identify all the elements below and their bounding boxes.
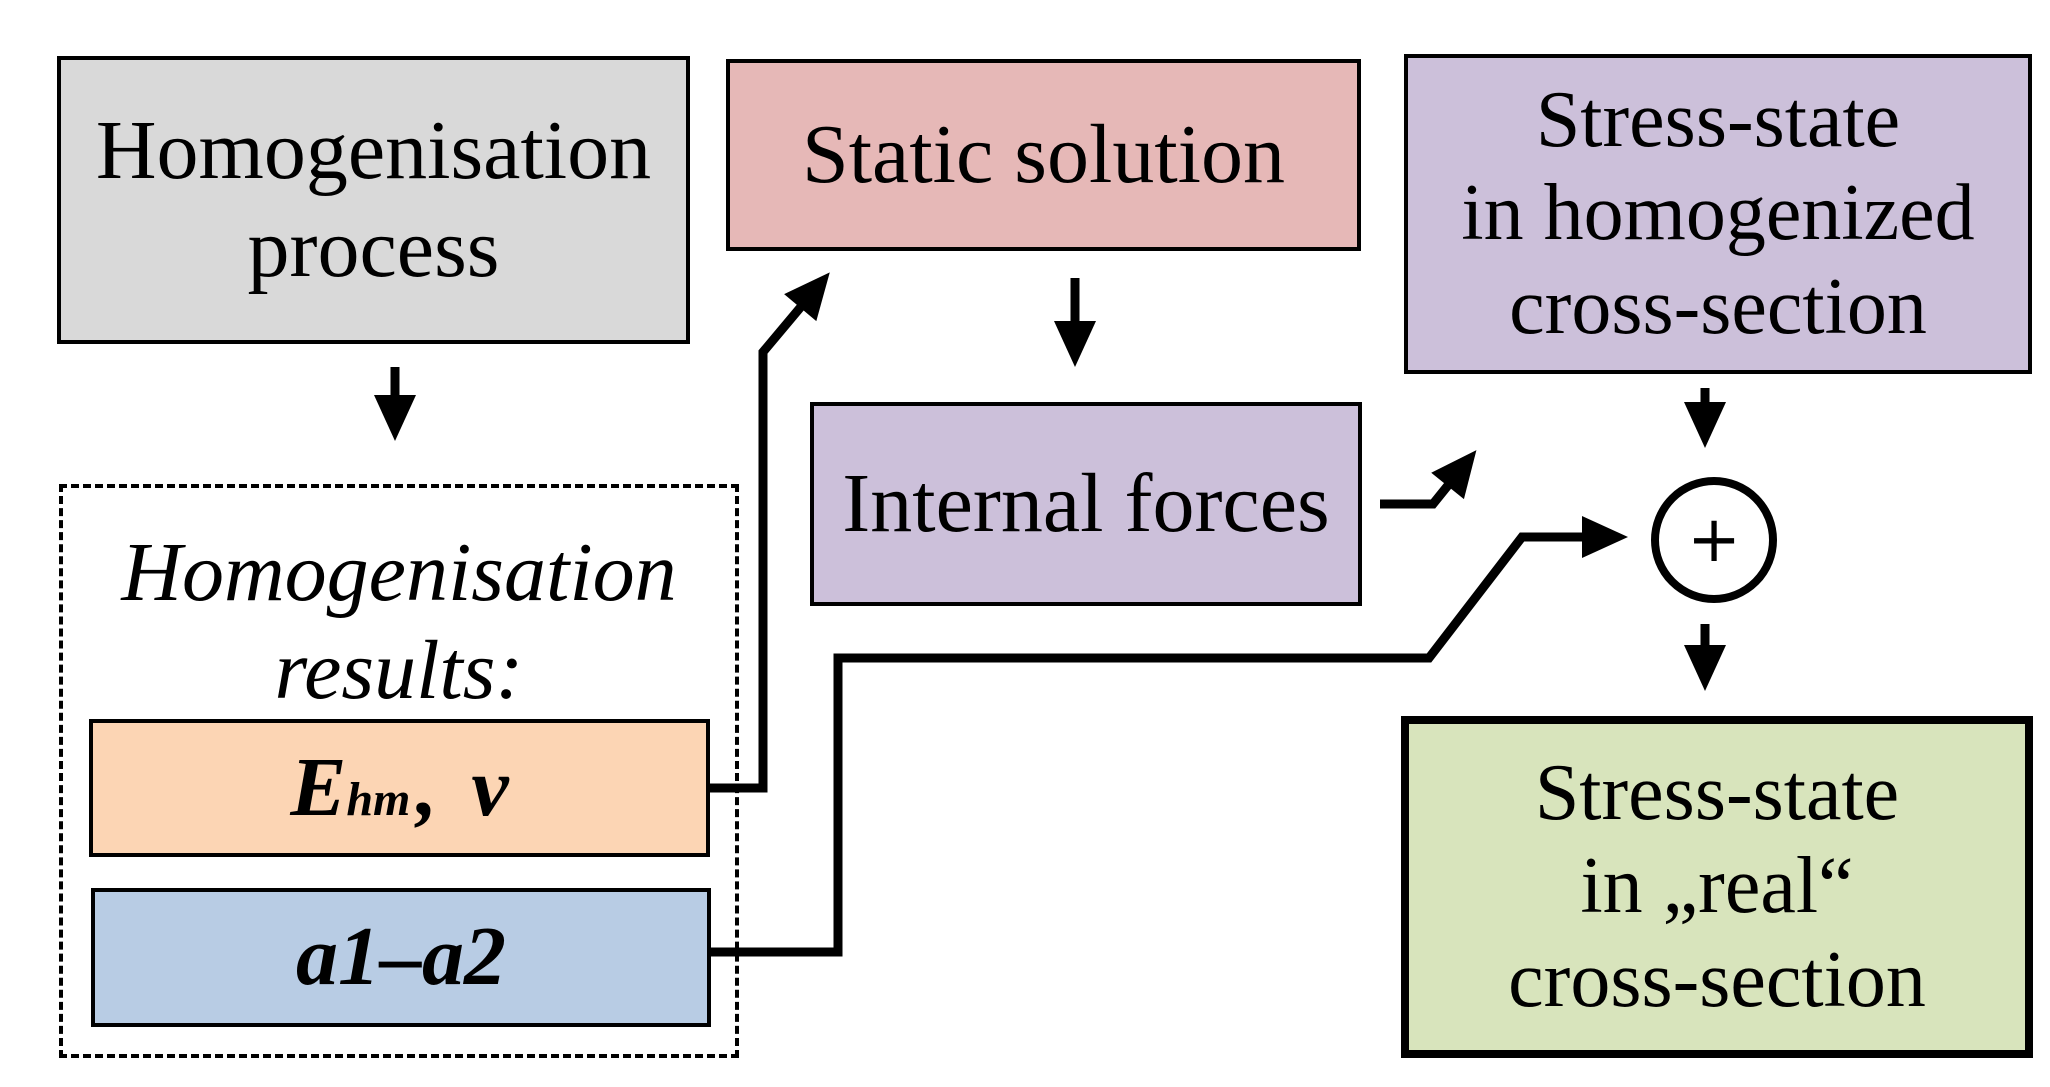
homogenisation-process-line2: process <box>247 202 500 295</box>
homogenisation-process-box: Homogenisation process <box>57 56 690 344</box>
stress-state-real-box: Stress-state in „real“ cross-section <box>1401 716 2033 1058</box>
plus-symbol: + <box>1687 503 1741 577</box>
stress-state-homogenized-line1: Stress-state <box>1535 75 1901 164</box>
modulus-symbol: E <box>290 740 347 834</box>
a1-a2-label: a1–a2 <box>296 910 506 1004</box>
poisson-symbol: ν <box>471 740 509 834</box>
stress-state-real-line3: cross-section <box>1508 935 1926 1024</box>
sum-junction: + <box>1651 477 1777 603</box>
homogenisation-process-line1: Homogenisation <box>95 103 652 197</box>
stress-state-homogenized-box: Stress-state in homogenized cross-sectio… <box>1404 54 2032 374</box>
homogenisation-results-group: Homogenisation results: <box>59 484 739 1058</box>
stress-state-real-line2: in „real“ <box>1580 842 1854 931</box>
static-solution-box: Static solution <box>726 59 1361 251</box>
arrow-material-to-static <box>708 272 830 793</box>
material-parameters-formula: E hm , ν <box>290 739 508 837</box>
material-parameters-box: E hm , ν <box>89 719 710 857</box>
stress-state-real-line1: Stress-state <box>1534 748 1900 837</box>
modulus-subscript: hm <box>346 772 411 826</box>
static-solution-label: Static solution <box>802 107 1285 201</box>
stress-state-homogenized-line3: cross-section <box>1509 262 1927 351</box>
arrow-a12-to-sum <box>710 516 1628 957</box>
stress-state-homogenized-line2: in homogenized <box>1461 169 1975 258</box>
homogenisation-results-line2: results: <box>274 624 524 718</box>
a1-a2-box: a1–a2 <box>91 888 711 1027</box>
internal-forces-label: Internal forces <box>842 456 1330 550</box>
internal-forces-box: Internal forces <box>810 402 1362 606</box>
homogenisation-results-line1: Homogenisation <box>121 526 677 619</box>
parameter-separator: , <box>416 740 438 834</box>
arrow-internal-to-stress-hom <box>1380 450 1477 509</box>
